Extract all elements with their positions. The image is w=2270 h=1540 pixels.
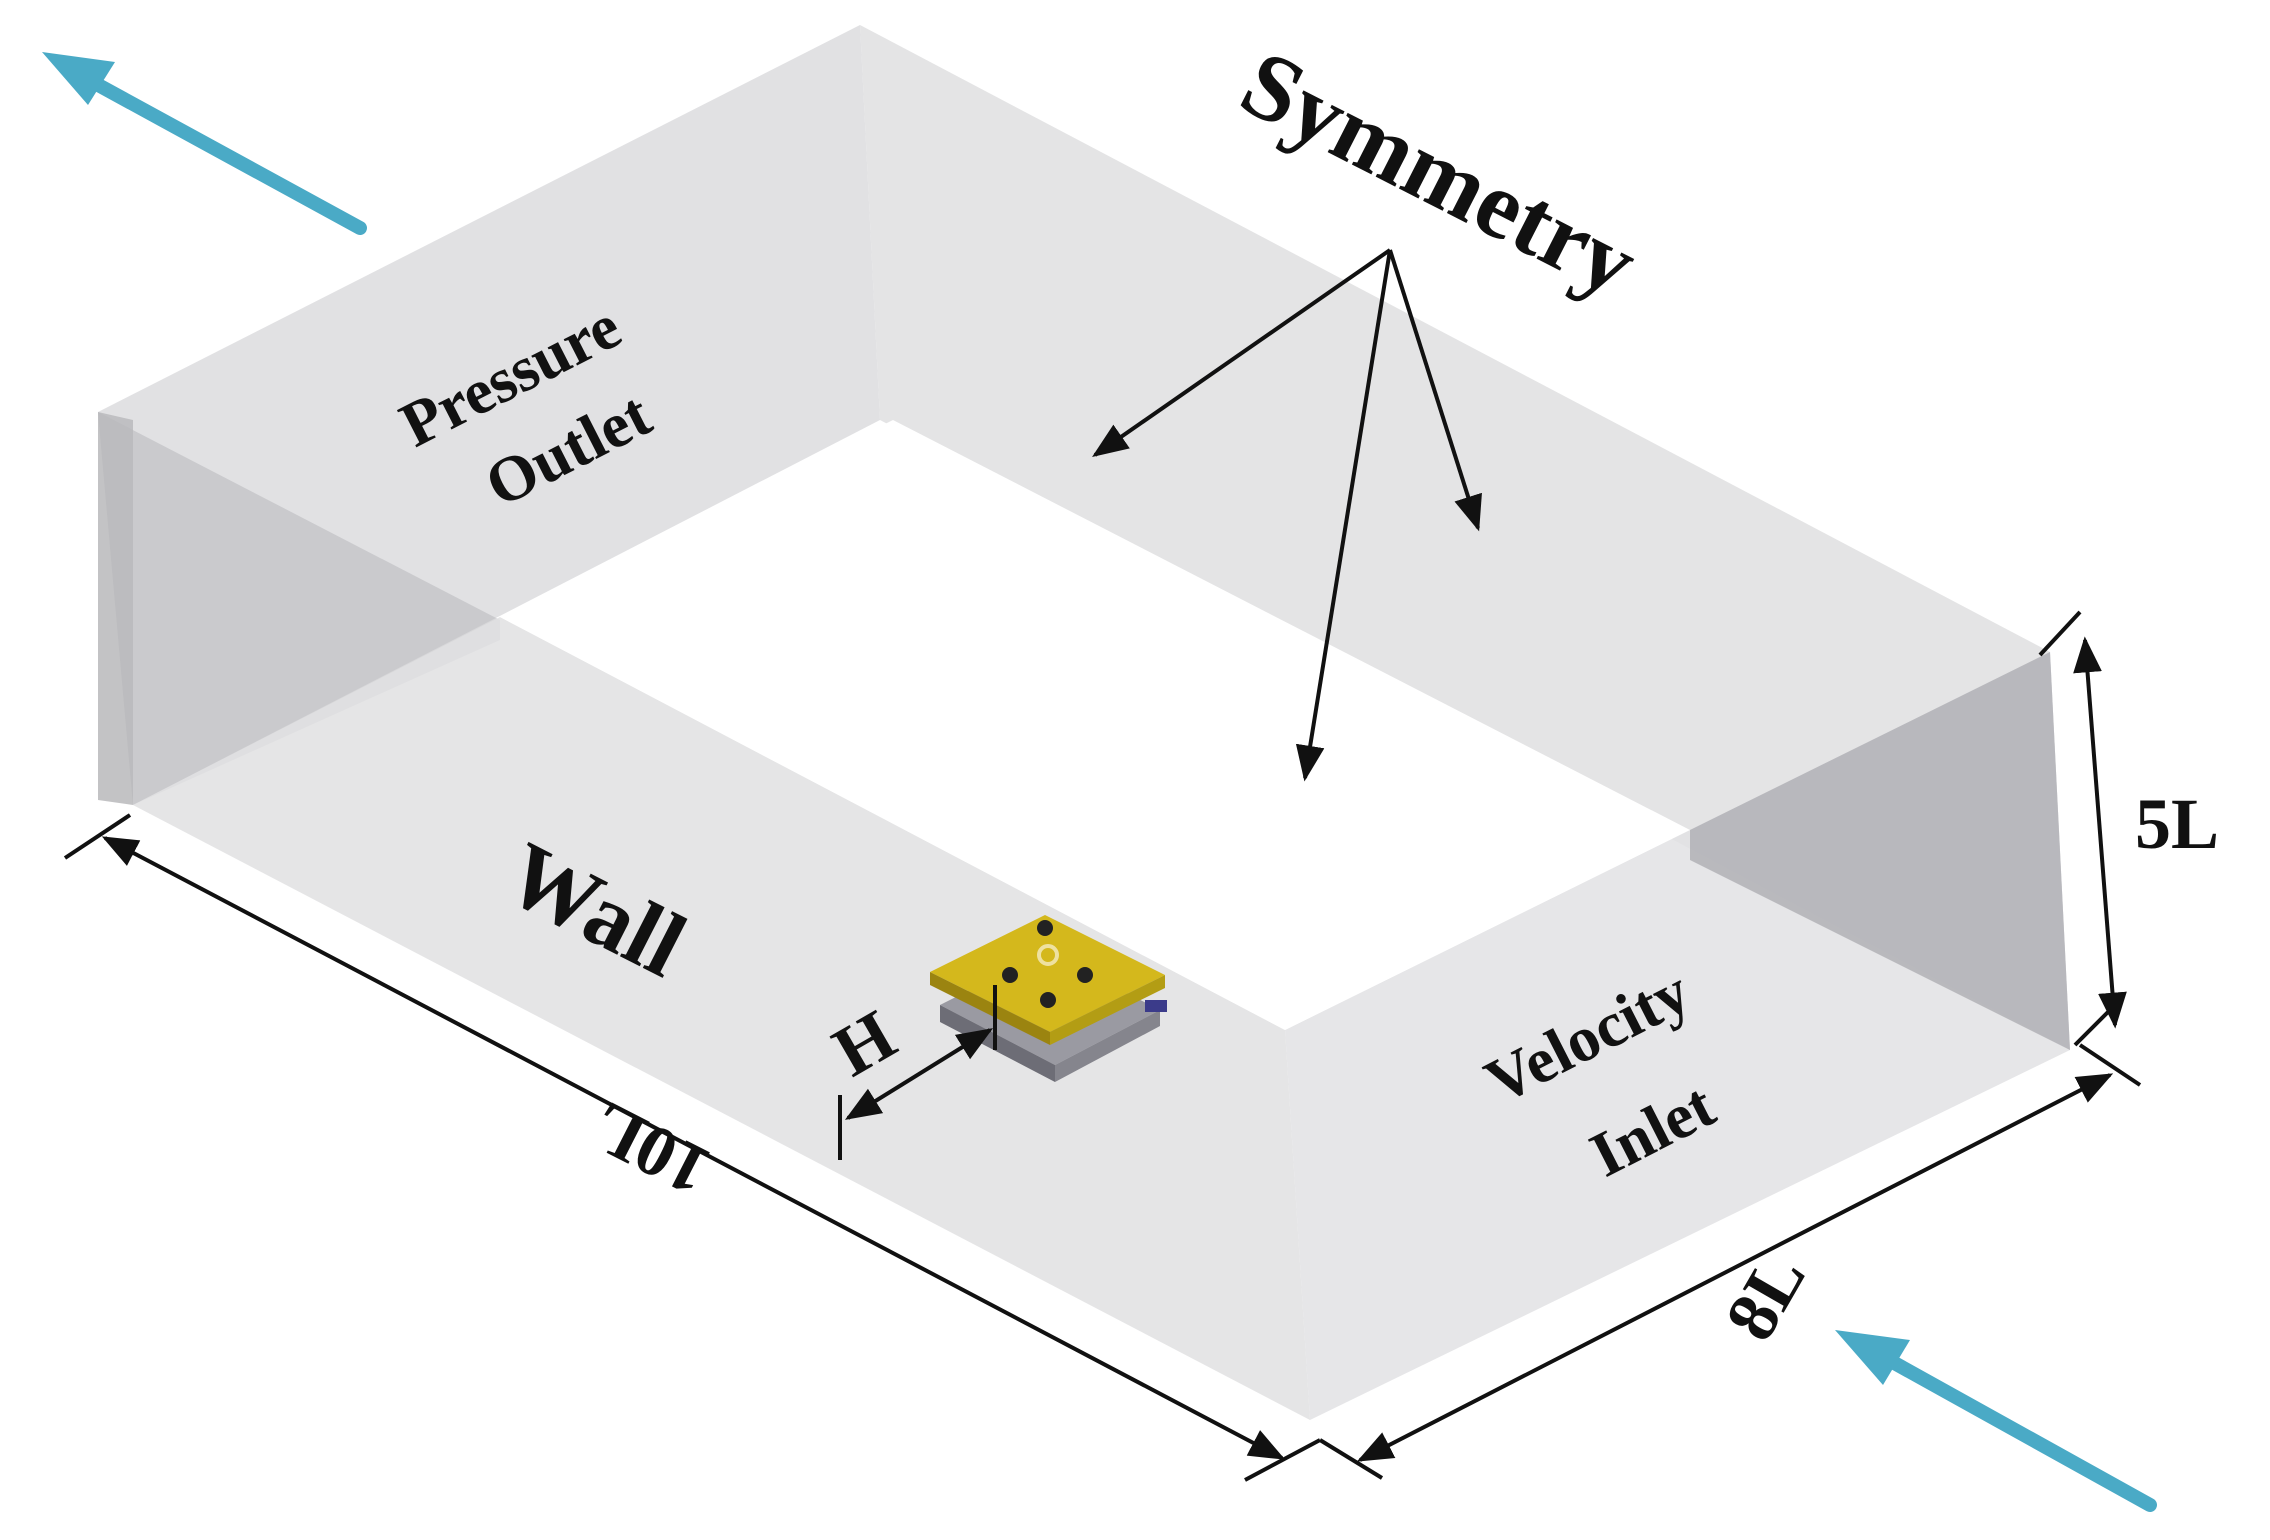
domain-opening <box>500 420 1690 1030</box>
width-label: 8L <box>1710 1240 1821 1353</box>
outflow-arrow-icon <box>42 52 367 235</box>
width-dimension <box>1318 1043 2142 1480</box>
length-label: 10L <box>579 1086 722 1212</box>
length-dimension <box>63 813 1321 1482</box>
left-end-shade <box>98 412 500 805</box>
depth-label: 5L <box>2135 784 2219 864</box>
symmetry-leaders <box>1092 248 1482 782</box>
inflow-arrow-icon <box>1835 1330 2157 1512</box>
depth-dimension <box>2038 610 2127 1047</box>
right-end-face <box>1690 652 2070 1050</box>
